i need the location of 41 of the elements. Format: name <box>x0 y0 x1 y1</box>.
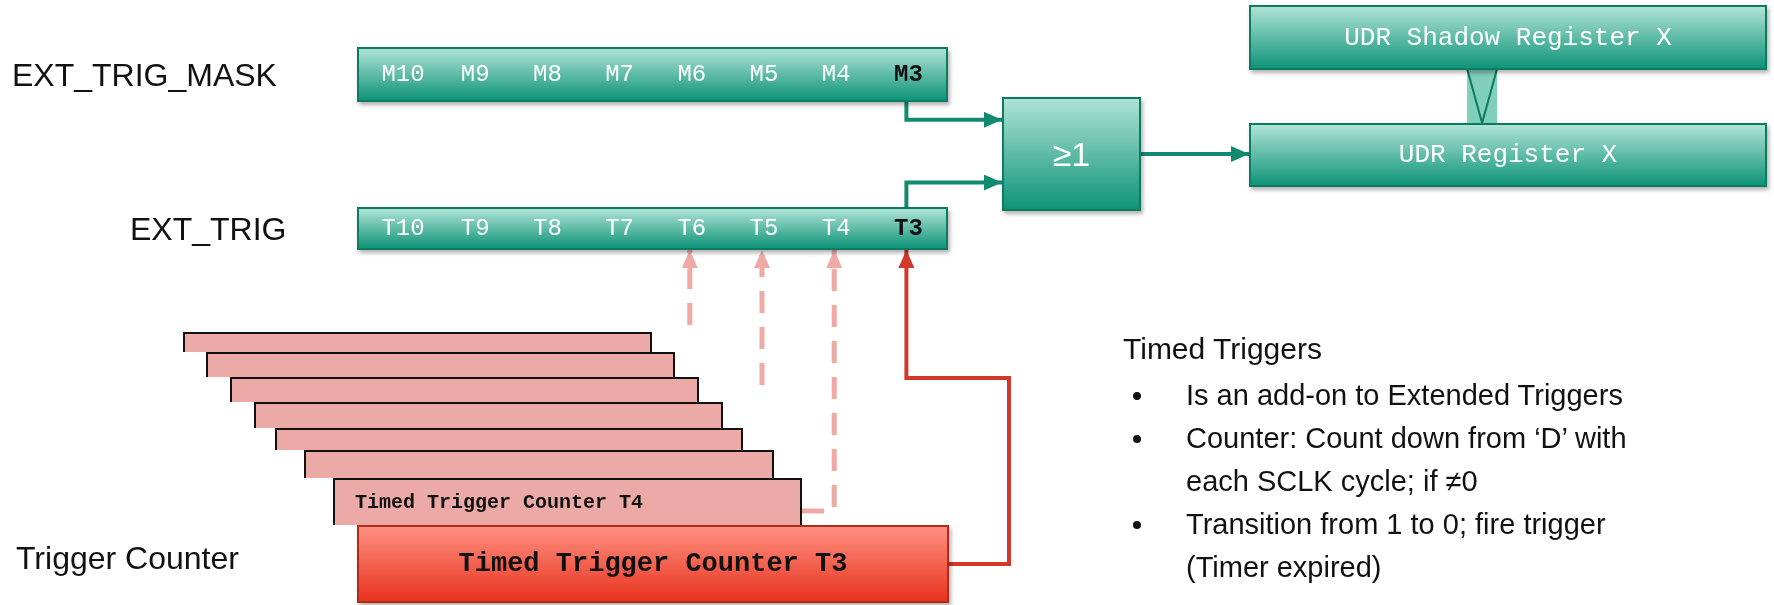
bit-label: M4 <box>821 61 851 88</box>
counter-card <box>206 352 675 377</box>
bit-label: T7 <box>605 215 634 242</box>
counter-card <box>254 402 723 428</box>
bit-label: T10 <box>381 215 425 242</box>
notes-heading: Timed Triggers <box>1123 332 1322 366</box>
counter-card <box>230 377 699 402</box>
arrow <box>904 102 1002 128</box>
bullet-text: Counter: Count down from ‘D’ with each SCLK cycle; if ≠0 <box>1186 422 1627 497</box>
bullet-text: Is an add-on to Extended Triggers <box>1186 379 1623 411</box>
bit-label: T8 <box>533 215 562 242</box>
register-name: EXT_TRIG_MASK <box>12 56 277 93</box>
bit-label: M10 <box>381 61 425 88</box>
counter-card <box>304 450 774 478</box>
counter-card <box>275 428 743 450</box>
register-name: EXT_TRIG <box>130 210 287 247</box>
bit-label: T5 <box>749 215 779 242</box>
arrow <box>898 250 1011 566</box>
bit-label: M7 <box>605 61 634 88</box>
bit-label: T9 <box>460 215 490 242</box>
stack-caption: Trigger Counter <box>16 540 239 577</box>
register-box: UDR Shadow Register X <box>1249 5 1767 70</box>
bit-label: M3 <box>894 61 923 88</box>
arrow <box>904 174 1002 207</box>
bit-label: T3 <box>894 215 923 242</box>
dashed-arrow <box>681 250 698 325</box>
bit-label: M8 <box>533 61 562 88</box>
bit-label: M6 <box>677 61 707 88</box>
bullet-text: Transition from 1 to 0; fire trigger (Timer expired) <box>1186 508 1606 583</box>
bit-label: T6 <box>677 215 707 242</box>
counter-card: Timed Trigger Counter T4 <box>333 478 802 525</box>
bit-label: T4 <box>821 215 851 242</box>
register-box: UDR Register X <box>1249 123 1767 187</box>
dashed-arrow <box>802 250 843 514</box>
or-gate: ≥1 <box>1002 97 1141 211</box>
dashed-arrow <box>754 250 770 385</box>
counter-box: Timed Trigger Counter T3 <box>357 525 949 603</box>
arrow <box>1141 146 1249 162</box>
counter-card <box>183 332 652 352</box>
bit-label: M9 <box>460 61 490 88</box>
bit-label: M5 <box>749 61 779 88</box>
